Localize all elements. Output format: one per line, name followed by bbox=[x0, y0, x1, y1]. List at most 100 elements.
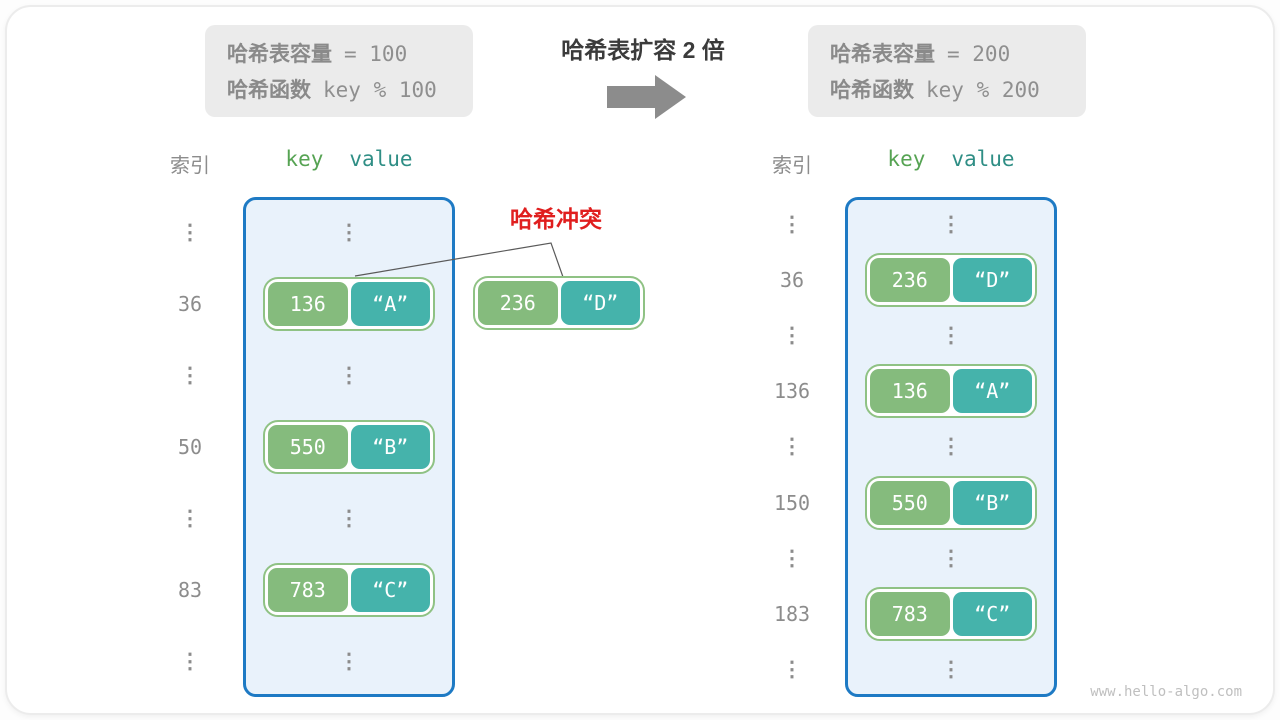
capacity-box-before: 哈希表容量 = 100 哈希函数 key % 100 bbox=[205, 25, 473, 117]
bucket-slot: ⋮ bbox=[845, 530, 1057, 586]
ellipsis-icon: ⋮ bbox=[781, 657, 803, 681]
bucket-slot: 136 “A” bbox=[243, 268, 455, 339]
hash-function-line: 哈希函数 key % 200 bbox=[830, 74, 1064, 104]
card-background bbox=[5, 5, 1275, 715]
bucket-slot: ⋮ bbox=[845, 197, 1057, 253]
capacity-label: 哈希表容量 bbox=[830, 43, 935, 66]
value-cell: “D” bbox=[952, 258, 1032, 303]
key-cell: 136 bbox=[870, 369, 950, 414]
ellipsis-icon: ⋮ bbox=[179, 506, 201, 530]
value-cell: “B” bbox=[350, 424, 430, 469]
hash-function-value: key % 200 bbox=[926, 78, 1040, 102]
key-cell: 783 bbox=[268, 567, 348, 612]
ellipsis-icon: ⋮ bbox=[781, 213, 803, 237]
index-column-header-left: 索引 bbox=[170, 155, 210, 177]
index-label: ⋮ bbox=[739, 308, 845, 364]
ellipsis-icon: ⋮ bbox=[940, 657, 962, 681]
bucket-slot: 236 “D” bbox=[845, 253, 1057, 309]
ellipsis-icon: ⋮ bbox=[338, 506, 360, 530]
ellipsis-icon: ⋮ bbox=[338, 649, 360, 673]
hash-function-value: key % 100 bbox=[323, 78, 437, 102]
bucket-slot: 550 “B” bbox=[243, 411, 455, 482]
capacity-line: 哈希表容量 = 200 bbox=[830, 38, 1064, 68]
bucket-slot: 783 “C” bbox=[243, 554, 455, 625]
key-cell: 550 bbox=[870, 480, 950, 525]
bucket-slot: 550 “B” bbox=[845, 475, 1057, 531]
bucket-slot: 136 “A” bbox=[845, 364, 1057, 420]
value-cell: “C” bbox=[350, 567, 430, 612]
ellipsis-icon: ⋮ bbox=[781, 324, 803, 348]
value-cell: “A” bbox=[350, 282, 430, 327]
capacity-line: 哈希表容量 = 100 bbox=[227, 38, 451, 68]
index-label: ⋮ bbox=[137, 483, 243, 554]
key-header: key bbox=[285, 147, 324, 171]
capacity-value: = 100 bbox=[344, 42, 408, 66]
index-label: ⋮ bbox=[137, 197, 243, 268]
key-cell: 136 bbox=[268, 282, 348, 327]
index-label: 83 bbox=[177, 577, 203, 602]
bucket-slot: ⋮ bbox=[845, 419, 1057, 475]
ellipsis-icon: ⋮ bbox=[338, 221, 360, 245]
bucket-slot: ⋮ bbox=[243, 626, 455, 697]
value-cell: “B” bbox=[952, 480, 1032, 525]
kv-column-header-right: key value bbox=[845, 147, 1057, 171]
ellipsis-icon: ⋮ bbox=[179, 649, 201, 673]
ellipsis-icon: ⋮ bbox=[781, 435, 803, 459]
index-column-header-right: 索引 bbox=[772, 155, 812, 177]
index-label: 50 bbox=[177, 434, 203, 459]
capacity-label: 哈希表容量 bbox=[227, 43, 332, 66]
hash-function-label: 哈希函数 bbox=[227, 79, 311, 102]
ellipsis-icon: ⋮ bbox=[940, 546, 962, 570]
value-cell: “D” bbox=[560, 281, 640, 325]
ellipsis-icon: ⋮ bbox=[940, 435, 962, 459]
ellipsis-icon: ⋮ bbox=[940, 213, 962, 237]
kv-pair: 236 “D” bbox=[865, 253, 1037, 308]
value-header: value bbox=[951, 147, 1015, 171]
capacity-value: = 200 bbox=[947, 42, 1011, 66]
index-label: ⋮ bbox=[739, 641, 845, 697]
value-header: value bbox=[349, 147, 413, 171]
ellipsis-icon: ⋮ bbox=[338, 364, 360, 388]
index-label: 136 bbox=[773, 379, 811, 404]
index-label: 150 bbox=[773, 490, 811, 515]
kv-column-header-left: key value bbox=[243, 147, 455, 171]
value-cell: “C” bbox=[952, 591, 1032, 636]
kv-pair: 136 “A” bbox=[263, 277, 435, 332]
kv-pair: 783 “C” bbox=[865, 586, 1037, 641]
key-cell: 550 bbox=[268, 424, 348, 469]
key-header: key bbox=[887, 147, 926, 171]
collision-kv-pair: 236 “D” bbox=[473, 276, 645, 330]
right-table-rows: ⋮ ⋮ 36 236 “D” ⋮ ⋮ 136 136 “A” ⋮ ⋮ 150 5… bbox=[739, 197, 1057, 697]
kv-pair: 136 “A” bbox=[865, 364, 1037, 419]
bucket-slot: ⋮ bbox=[243, 483, 455, 554]
kv-pair: 550 “B” bbox=[263, 419, 435, 474]
value-cell: “A” bbox=[952, 369, 1032, 414]
watermark: www.hello-algo.com bbox=[1090, 684, 1242, 700]
ellipsis-icon: ⋮ bbox=[781, 546, 803, 570]
diagram-title: 哈希表扩容 2 倍 bbox=[561, 37, 725, 63]
key-cell: 783 bbox=[870, 591, 950, 636]
ellipsis-icon: ⋮ bbox=[179, 221, 201, 245]
kv-pair: 783 “C” bbox=[263, 562, 435, 617]
bucket-slot: ⋮ bbox=[845, 641, 1057, 697]
index-label: 36 bbox=[177, 292, 203, 317]
index-label: 183 bbox=[773, 601, 811, 626]
collision-label: 哈希冲突 bbox=[510, 206, 602, 232]
ellipsis-icon: ⋮ bbox=[179, 364, 201, 388]
index-label: ⋮ bbox=[739, 197, 845, 253]
index-label: ⋮ bbox=[739, 419, 845, 475]
key-cell: 236 bbox=[478, 281, 558, 325]
key-cell: 236 bbox=[870, 258, 950, 303]
kv-pair: 236 “D” bbox=[473, 276, 645, 330]
left-table-rows: ⋮ ⋮ 36 136 “A” ⋮ ⋮ 50 550 “B” ⋮ ⋮ 83 783… bbox=[137, 197, 455, 697]
ellipsis-icon: ⋮ bbox=[940, 324, 962, 348]
capacity-box-after: 哈希表容量 = 200 哈希函数 key % 200 bbox=[808, 25, 1086, 117]
kv-pair: 550 “B” bbox=[865, 475, 1037, 530]
index-label: ⋮ bbox=[137, 340, 243, 411]
index-label: ⋮ bbox=[739, 530, 845, 586]
hash-function-line: 哈希函数 key % 100 bbox=[227, 74, 451, 104]
index-label: 36 bbox=[779, 268, 805, 293]
expand-arrow-icon bbox=[607, 75, 686, 119]
bucket-slot: 783 “C” bbox=[845, 586, 1057, 642]
